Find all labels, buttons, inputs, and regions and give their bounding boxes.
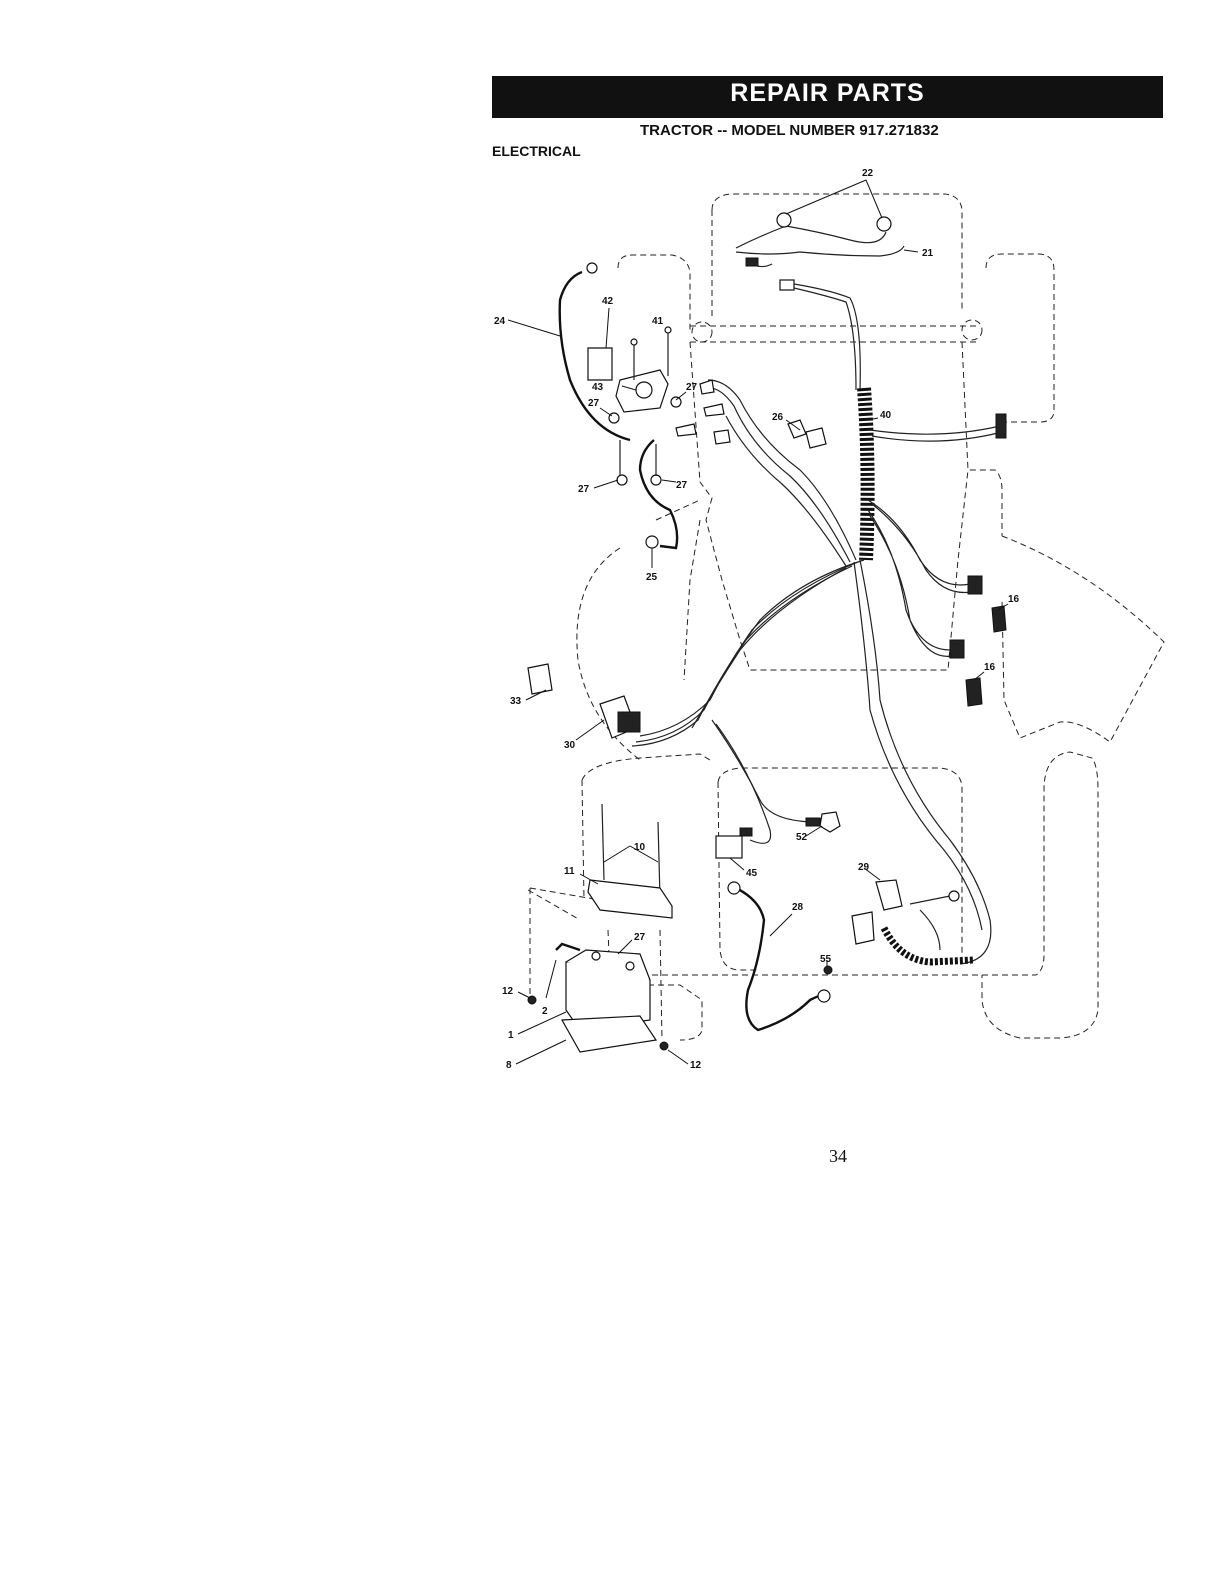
callout-27-c: 27 [578,484,590,495]
page-number: 34 [829,1146,847,1166]
callout-30: 30 [564,740,576,751]
callout-12-a: 12 [502,986,514,997]
callout-27-b: 27 [588,398,600,409]
ring-terminal-icon [645,535,659,549]
callout-27-a: 27 [686,382,698,393]
callout-42: 42 [602,296,614,307]
callout-45: 45 [746,868,758,879]
section-heading: ELECTRICAL [492,143,581,159]
connector-icon [805,817,821,827]
callout-40: 40 [880,410,892,421]
callout-52: 52 [796,832,808,843]
callout-22: 22 [862,168,874,179]
callout-1: 1 [508,1030,514,1041]
lower-harness-parts [715,811,975,1032]
banner-repair-parts: REPAIR PARTS [492,76,1163,118]
connector-icon [739,827,753,837]
module-icon [715,835,743,859]
callout-12-b: 12 [690,1060,702,1071]
interlock-switch-icon [965,677,983,707]
connector-icon [779,279,795,291]
callout-55: 55 [820,954,832,965]
headlight-bulb-left [776,212,792,228]
callout-24: 24 [494,316,506,327]
ignition-key-icon [527,663,553,695]
callout-11: 11 [564,866,575,877]
callout-29: 29 [858,862,870,873]
switch-parts [527,605,1007,739]
callout-labels: 22 21 24 42 41 43 27 27 27 27 26 40 25 1… [494,168,1020,1071]
model-subtitle: TRACTOR -- MODEL NUMBER 917.271832 [640,122,939,139]
callout-33: 33 [510,696,522,707]
leader-lines [507,179,1009,1065]
callout-41: 41 [652,316,664,327]
callout-16-b: 16 [984,662,996,673]
headlight-harness [735,212,905,391]
main-wire-harness [631,379,1007,965]
seat-switch-connector-icon [995,413,1007,439]
plug-connector-icon [967,575,983,595]
solenoid-area [558,262,827,550]
pto-switch-icon [875,879,903,911]
callout-21: 21 [922,248,934,259]
callout-27-d: 27 [676,480,688,491]
callout-25: 25 [646,572,658,583]
harness-plug-icon [745,257,759,267]
ring-terminal-icon [586,262,598,274]
callout-16-a: 16 [1008,594,1020,605]
battery-tray-icon [561,1015,658,1053]
plug-connector-icon [949,639,965,659]
battery-hold-down-icon [587,879,673,919]
battery-area [527,803,673,1053]
callout-2: 2 [542,1006,548,1017]
headlight-bulb-right [876,216,892,232]
callout-28: 28 [792,902,804,913]
callout-43: 43 [592,382,604,393]
callout-10: 10 [634,842,646,853]
callout-26: 26 [772,412,784,423]
callout-27-e: 27 [634,932,646,943]
callout-8: 8 [506,1060,512,1071]
interlock-switch-icon [991,605,1007,633]
tractor-outline [527,193,1165,1041]
